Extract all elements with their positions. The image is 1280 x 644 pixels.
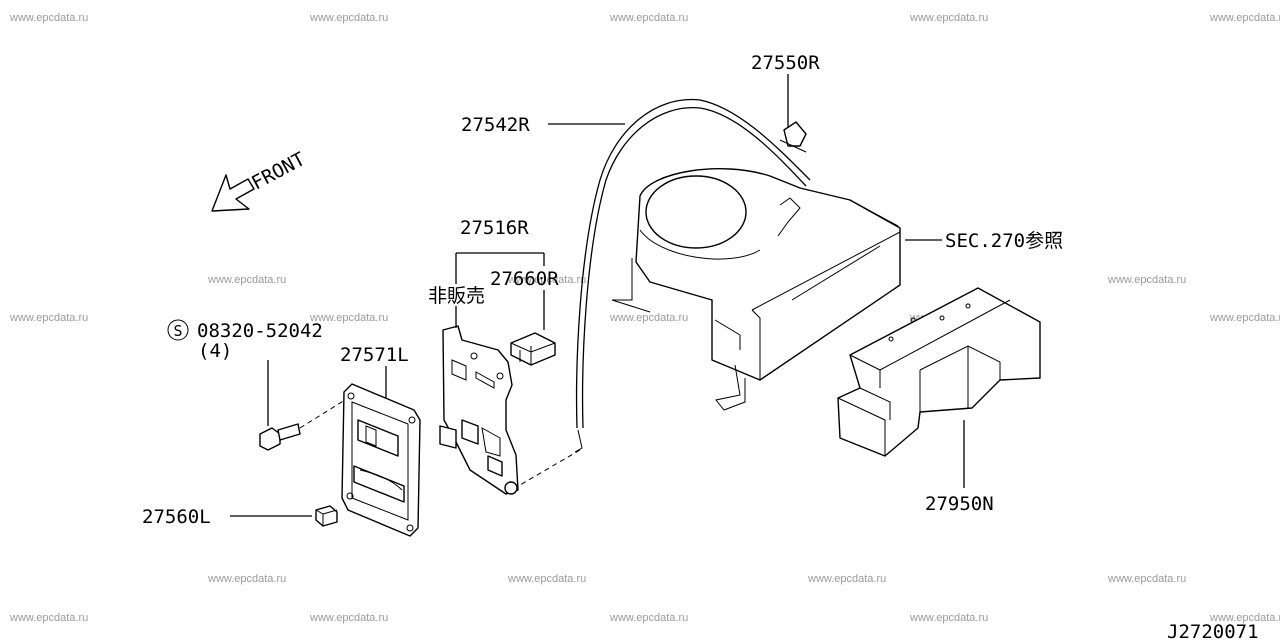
control-lever-bracket-drawing — [439, 325, 519, 495]
bolt-symbol: S — [173, 322, 182, 340]
cable-clip-drawing — [779, 121, 807, 153]
bolt-drawing — [259, 399, 346, 451]
watermark: www.epcdata.ru — [207, 573, 286, 585]
control-finisher-drawing — [341, 383, 421, 537]
bolt-quantity: (4) — [198, 340, 232, 362]
watermark-layer: www.epcdata.ru www.epcdata.ru www.epcdat… — [9, 12, 1280, 624]
part-label-27516R: 27516R — [460, 217, 529, 239]
not-for-sale-label: 非販売 — [428, 285, 485, 307]
watermark: www.epcdata.ru — [1107, 573, 1186, 585]
watermark: www.epcdata.ru — [507, 573, 586, 585]
control-cable-drawing — [575, 98, 811, 429]
cap-drawing — [315, 505, 338, 527]
watermark: www.epcdata.ru — [1209, 312, 1280, 324]
part-label-27542R: 27542R — [461, 114, 530, 136]
part-label-27660R: 27660R — [490, 268, 559, 290]
watermark: www.epcdata.ru — [9, 612, 88, 624]
part-label-bolt: 08320-52042 — [197, 320, 323, 342]
watermark: www.epcdata.ru — [507, 274, 586, 286]
watermark: www.epcdata.ru — [807, 573, 886, 585]
part-label-27950N: 27950N — [925, 493, 994, 515]
section-reference-label: SEC.270参照 — [945, 230, 1063, 252]
watermark: www.epcdata.ru — [609, 612, 688, 624]
watermark: www.epcdata.ru — [309, 12, 388, 24]
watermark: www.epcdata.ru — [9, 12, 88, 24]
part-label-27560L: 27560L — [142, 506, 211, 528]
part-label-27571L: 27571L — [340, 344, 409, 366]
watermark: www.epcdata.ru — [609, 12, 688, 24]
watermark: www.epcdata.ru — [1209, 12, 1280, 24]
watermark: www.epcdata.ru — [207, 274, 286, 286]
front-label: FRONT — [248, 148, 309, 194]
diagram-code: J2720071 — [1167, 621, 1259, 640]
watermark: www.epcdata.ru — [909, 612, 988, 624]
switch-connector-drawing — [510, 332, 556, 366]
bolt-callout: S 08320-52042 (4) — [167, 319, 323, 362]
watermark: www.epcdata.ru — [9, 312, 88, 324]
watermark: www.epcdata.ru — [309, 612, 388, 624]
watermark: www.epcdata.ru — [609, 312, 688, 324]
watermark: www.epcdata.ru — [1209, 612, 1280, 624]
leader-lines — [230, 74, 965, 517]
watermark: www.epcdata.ru — [1107, 274, 1186, 286]
duct-drawing — [837, 287, 1041, 457]
part-label-27550R: 27550R — [751, 52, 820, 74]
front-direction-arrow-icon — [211, 174, 255, 212]
bolt-symbol-icon — [167, 319, 189, 341]
watermark: www.epcdata.ru — [309, 312, 388, 324]
heater-unit-drawing — [611, 168, 901, 411]
watermark: www.epcdata.ru — [909, 12, 988, 24]
